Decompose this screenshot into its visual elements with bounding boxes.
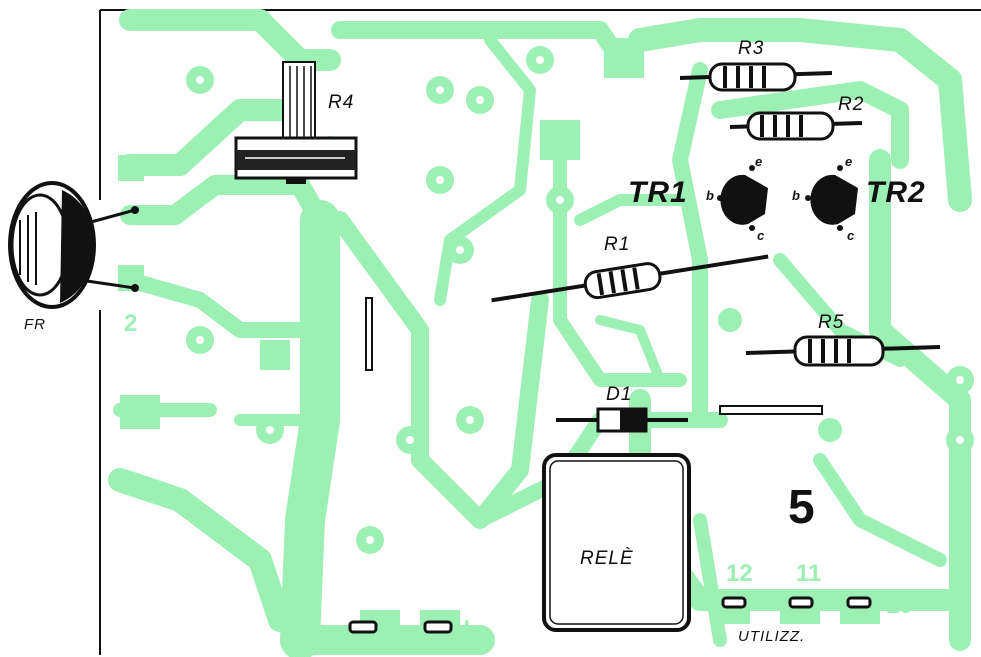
terminal-contacts [348,596,872,634]
fr-label: FR [24,316,46,333]
d1-label: D1 [606,384,633,405]
terminal-minus-label: − [298,616,316,649]
resistor-r2 [729,111,863,141]
tr1-pin-b: b [706,188,714,203]
terminal-plus-label: + [458,612,476,645]
tr2-label: TR2 [866,176,926,209]
terminal-11-label: 11 [796,560,822,587]
tr1-pin-c: c [757,228,765,243]
tr2-pin-c: c [847,228,855,243]
resistor-r3 [679,62,833,92]
tr1-label: TR1 [628,176,688,209]
tr2-pin-b: b [792,188,800,203]
r4-label: R4 [328,92,355,113]
resistor-r5 [745,335,941,367]
r3-label: R3 [738,38,765,59]
photoresistor-fr [8,181,139,309]
potentiometer-r4 [234,61,358,184]
relay-label: RELÈ [580,548,634,569]
tr2-pin-e: e [845,154,853,169]
transistor-tr1 [717,165,768,231]
figure-number: 5 [788,481,815,534]
terminal-12-label: 12 [726,560,753,587]
r2-label: R2 [838,94,865,115]
r1-label: R1 [604,234,631,255]
jumper-wires [365,297,823,415]
terminal-10-label: 10 [886,592,913,619]
terminal-1-label: 1 [120,160,134,187]
relay [542,453,691,632]
output-label: UTILIZZ. [738,628,806,645]
terminal-2-label: 2 [124,310,138,337]
r5-label: R5 [818,312,845,333]
resistor-r1 [491,254,769,303]
tr1-pin-e: e [755,154,763,169]
transistor-tr2 [805,165,858,231]
copper-pads [118,38,974,644]
diode-d1 [556,407,688,433]
